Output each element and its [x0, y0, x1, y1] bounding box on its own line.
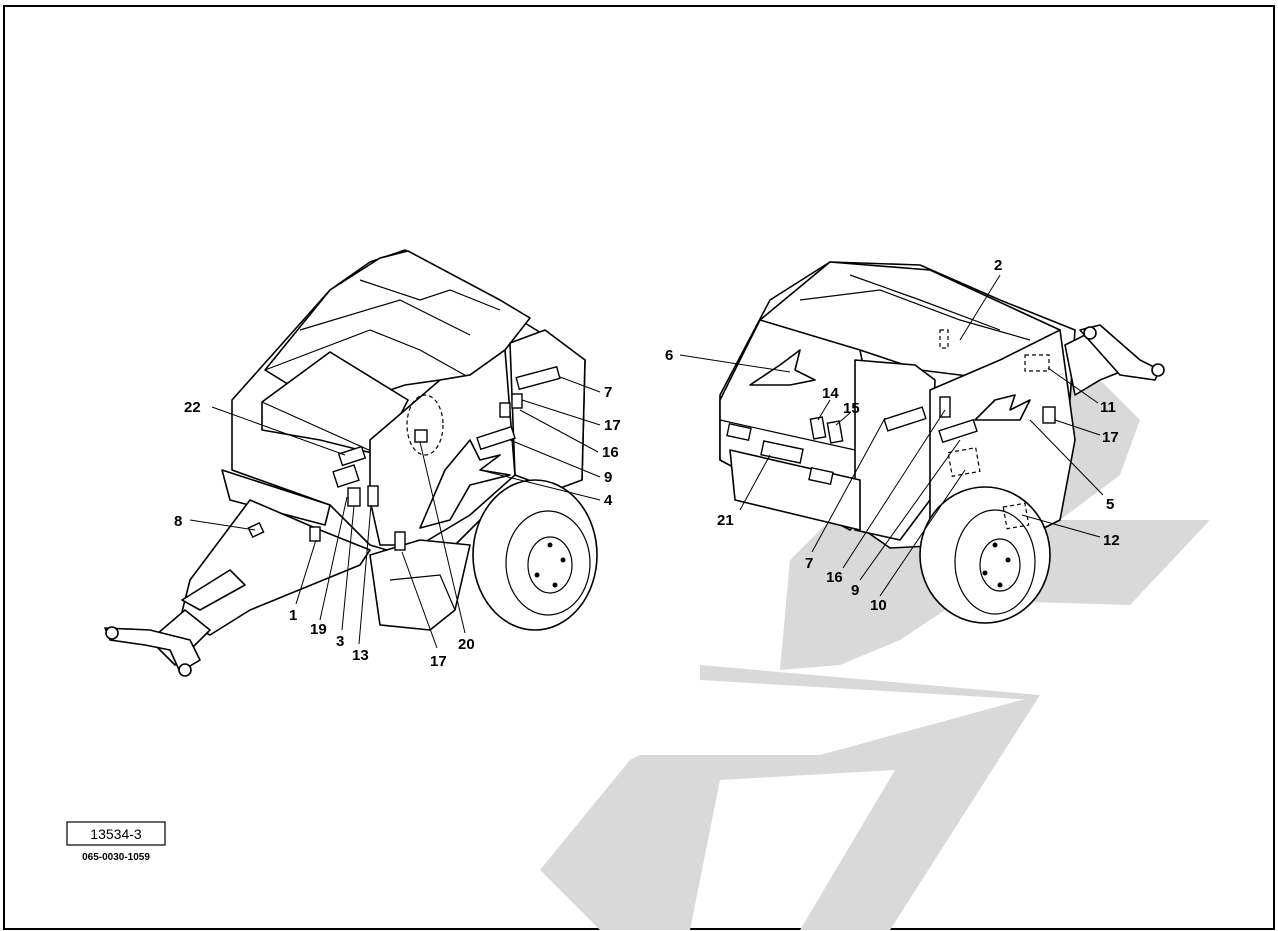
right-leaders — [679, 274, 1104, 597]
callout-15: 15 — [843, 400, 860, 417]
callout-17: 17 — [430, 653, 447, 670]
callout-19: 19 — [310, 621, 327, 638]
left-leaders — [189, 376, 601, 649]
callout-17: 17 — [1102, 429, 1119, 446]
figure-id-box — [66, 821, 166, 846]
figure-id: 13534-3 065-0030-1059 — [66, 821, 166, 863]
callout-16: 16 — [602, 444, 619, 461]
callout-4: 4 — [604, 492, 613, 509]
callout-13: 13 — [352, 647, 369, 664]
callout-10: 10 — [870, 597, 887, 614]
callout-6: 6 — [665, 347, 673, 364]
drawing-number: 065-0030-1059 — [82, 852, 150, 863]
callout-5: 5 — [1106, 496, 1114, 513]
callout-17: 17 — [604, 417, 621, 434]
callout-21: 21 — [717, 512, 734, 529]
callout-1: 1 — [289, 607, 297, 624]
callout-9: 9 — [604, 469, 612, 486]
callout-14: 14 — [822, 385, 839, 402]
callout-22: 22 — [184, 399, 201, 416]
left-callouts: 22 8 1 19 3 13 17 20 4 9 16 17 7 — [174, 384, 621, 670]
callout-16: 16 — [826, 569, 843, 586]
right-baler-view — [719, 261, 1165, 624]
left-baler-view — [104, 249, 598, 677]
callout-11: 11 — [1100, 399, 1116, 416]
callout-20: 20 — [458, 636, 475, 653]
callout-8: 8 — [174, 513, 182, 530]
callout-9: 9 — [851, 582, 859, 599]
callout-12: 12 — [1103, 532, 1120, 549]
callout-2: 2 — [994, 257, 1002, 274]
figure-id-label: 13534-3 — [90, 826, 142, 842]
callout-3: 3 — [336, 633, 344, 650]
callout-7: 7 — [805, 555, 813, 572]
right-callouts: 6 14 15 21 7 16 9 10 12 5 17 11 2 — [665, 257, 1120, 614]
callout-7: 7 — [604, 384, 612, 401]
